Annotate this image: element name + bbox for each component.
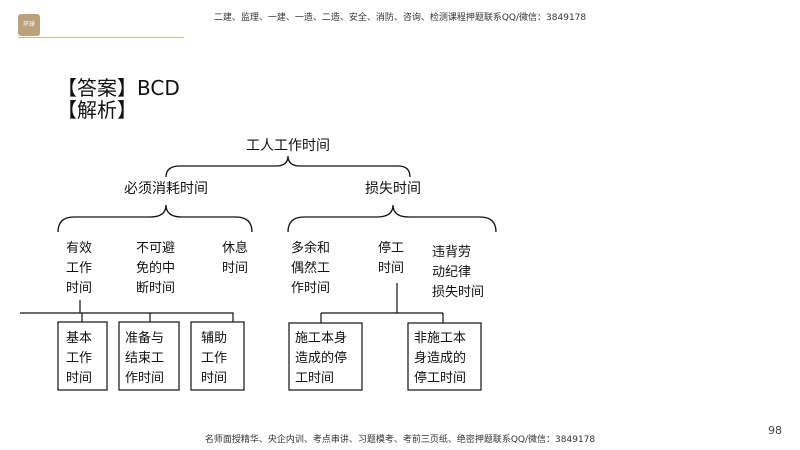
svg-text:损失时间: 损失时间 bbox=[432, 285, 484, 300]
svg-text:动纪律: 动纪律 bbox=[432, 265, 471, 280]
svg-text:时间: 时间 bbox=[378, 261, 404, 276]
svg-text:不可避: 不可避 bbox=[136, 241, 175, 256]
svg-text:辅助: 辅助 bbox=[201, 331, 227, 346]
right-branch-label: 损失时间 bbox=[365, 181, 421, 197]
svg-text:多余和: 多余和 bbox=[291, 240, 330, 256]
child-unavoidable-interruption-time: 不可避 免的中 断时间 bbox=[136, 241, 175, 296]
svg-text:作时间: 作时间 bbox=[291, 281, 330, 296]
svg-text:作时间: 作时间 bbox=[125, 371, 164, 386]
svg-text:时间: 时间 bbox=[66, 281, 92, 296]
svg-text:结束工: 结束工 bbox=[125, 351, 164, 366]
svg-text:施工本身: 施工本身 bbox=[295, 330, 347, 346]
box-preparation-end-work-time: 准备与 结束工 作时间 bbox=[118, 321, 180, 391]
svg-text:工时间: 工时间 bbox=[295, 371, 334, 386]
svg-text:时间: 时间 bbox=[222, 261, 248, 276]
svg-text:非施工本: 非施工本 bbox=[414, 331, 466, 346]
child-effective-work-time: 有效 工作 时间 bbox=[66, 241, 92, 296]
child-rest-time: 休息 时间 bbox=[222, 240, 248, 276]
effective-work-time-connector bbox=[20, 300, 234, 322]
child-excess-accidental-work-time: 多余和 偶然工 作时间 bbox=[291, 240, 330, 296]
answer-text: 【答案】BCD bbox=[57, 76, 180, 100]
svg-text:身造成的: 身造成的 bbox=[414, 350, 466, 366]
svg-text:时间: 时间 bbox=[201, 371, 227, 386]
svg-text:准备与: 准备与 bbox=[125, 330, 164, 346]
header-contact-text: 二建、监理、一建、一造、二造、安全、消防、咨询、检测课程押题联系QQ/微信：38… bbox=[213, 13, 587, 23]
svg-text:工作: 工作 bbox=[66, 351, 92, 366]
page-number: 98 bbox=[768, 424, 782, 437]
svg-text:违背劳: 违背劳 bbox=[432, 244, 471, 260]
svg-text:基本: 基本 bbox=[66, 331, 92, 346]
svg-text:免的中: 免的中 bbox=[136, 260, 175, 276]
stoppage-time-connector bbox=[320, 283, 444, 323]
svg-text:偶然工: 偶然工 bbox=[291, 260, 330, 276]
box-auxiliary-work-time: 辅助 工作 时间 bbox=[190, 321, 245, 391]
left-branch-label: 必须消耗时间 bbox=[124, 181, 208, 197]
box-basic-work-time: 基本 工作 时间 bbox=[57, 321, 108, 391]
svg-text:时间: 时间 bbox=[66, 371, 92, 386]
svg-text:休息: 休息 bbox=[222, 240, 248, 256]
box-construction-caused-stoppage: 施工本身 造成的停 工时间 bbox=[288, 322, 363, 391]
header-divider bbox=[18, 37, 184, 38]
logo: 环球 bbox=[18, 14, 40, 36]
analysis-label: 【解析】 bbox=[57, 98, 137, 122]
svg-text:有效: 有效 bbox=[66, 241, 92, 256]
box-non-construction-caused-stoppage: 非施工本 身造成的 停工时间 bbox=[407, 322, 482, 391]
svg-text:工作: 工作 bbox=[201, 351, 227, 366]
child-labor-discipline-loss-time: 违背劳 动纪律 损失时间 bbox=[432, 244, 484, 300]
svg-text:停工时间: 停工时间 bbox=[414, 370, 466, 386]
child-stoppage-time: 停工 时间 bbox=[378, 240, 404, 276]
footer-contact-text: 名师面授精华、央企内训、考点串讲、习题模考、考前三页纸、绝密押题联系QQ/微信：… bbox=[204, 435, 596, 445]
left-branch-brace bbox=[57, 204, 253, 233]
svg-text:工作: 工作 bbox=[66, 261, 92, 276]
svg-text:造成的停: 造成的停 bbox=[295, 350, 347, 366]
svg-text:停工: 停工 bbox=[378, 240, 404, 256]
root-label: 工人工作时间 bbox=[246, 138, 330, 154]
right-branch-brace bbox=[287, 204, 497, 233]
root-brace bbox=[165, 155, 411, 178]
svg-text:断时间: 断时间 bbox=[136, 281, 175, 296]
